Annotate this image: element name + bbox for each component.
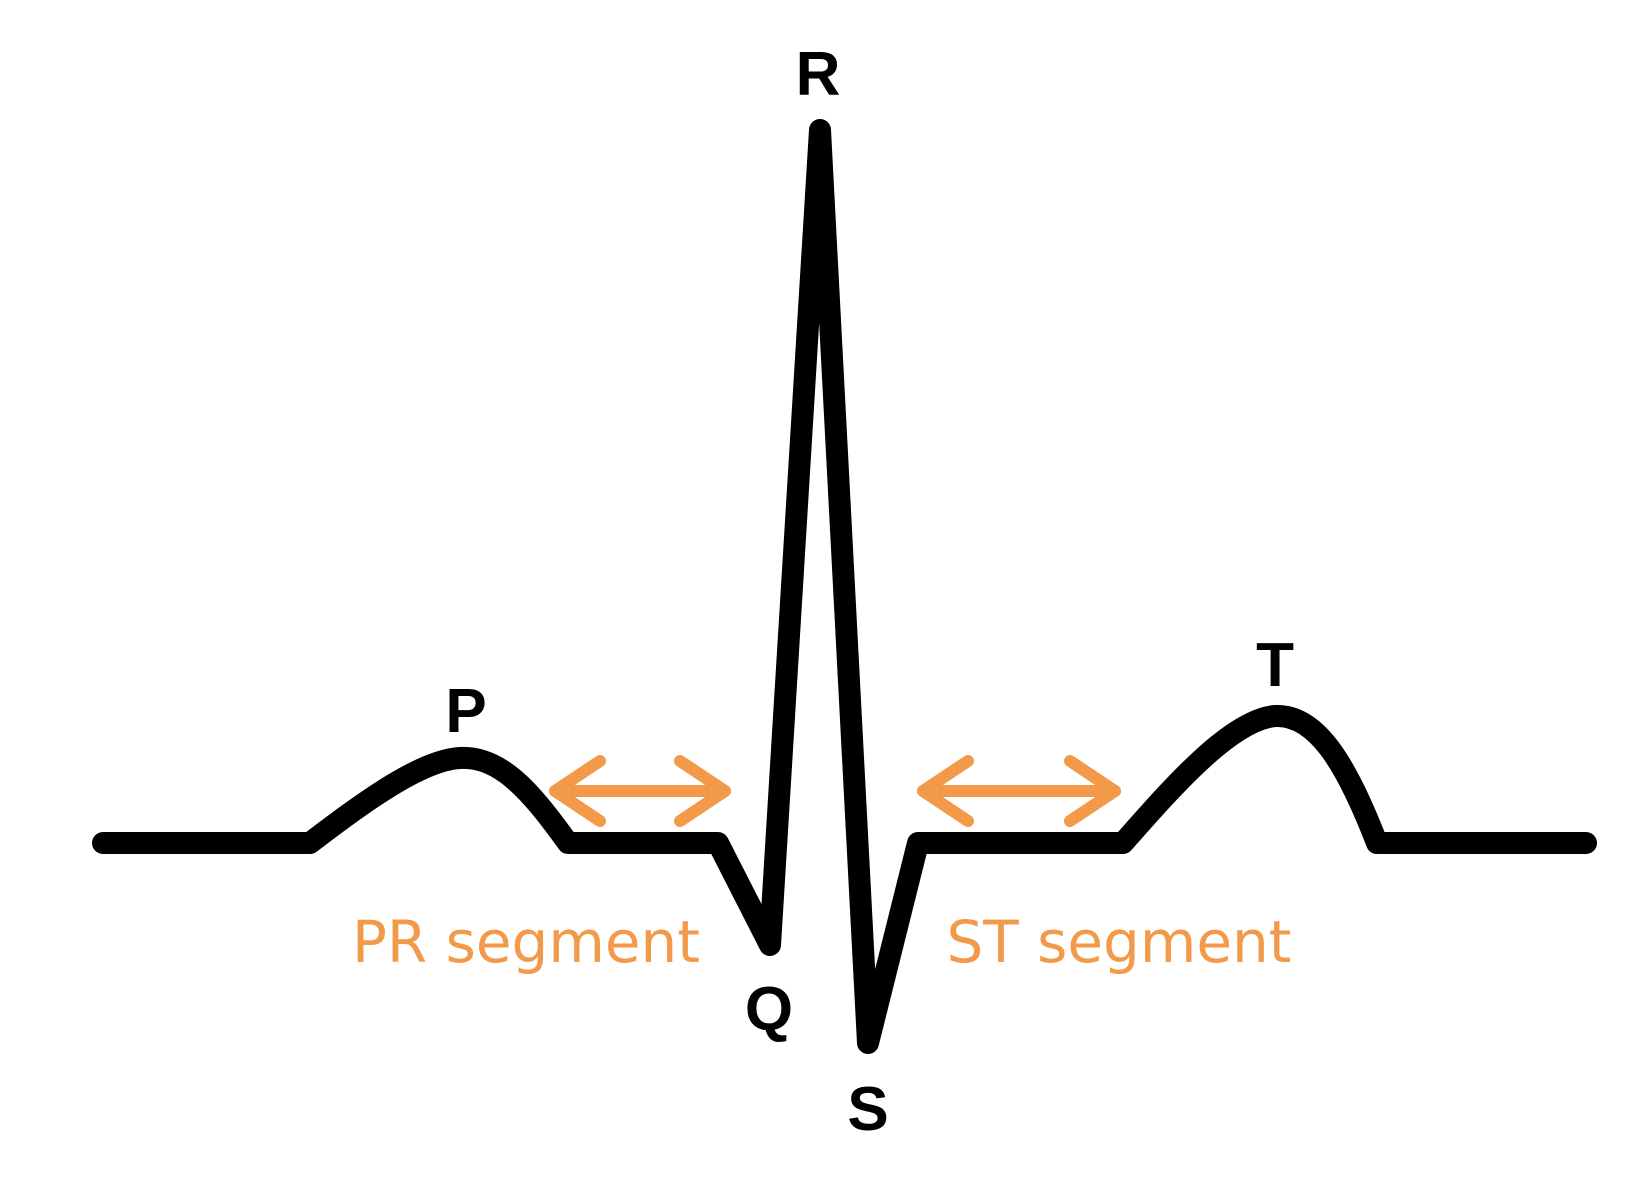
q-wave-label: Q [745, 975, 793, 1044]
st-segment-label: ST segment [946, 908, 1291, 976]
t-wave-label: T [1256, 631, 1294, 700]
double-arrow-icon [917, 755, 1121, 827]
st-segment-arrow [917, 755, 1121, 827]
pr-segment-label: PR segment [352, 908, 700, 976]
p-wave-label: P [445, 677, 486, 746]
r-wave-label: R [796, 40, 841, 109]
ecg-waveform [92, 119, 1597, 1054]
double-arrow-icon [549, 755, 731, 827]
pr-segment-arrow [549, 755, 731, 827]
s-wave-label: S [847, 1075, 888, 1144]
